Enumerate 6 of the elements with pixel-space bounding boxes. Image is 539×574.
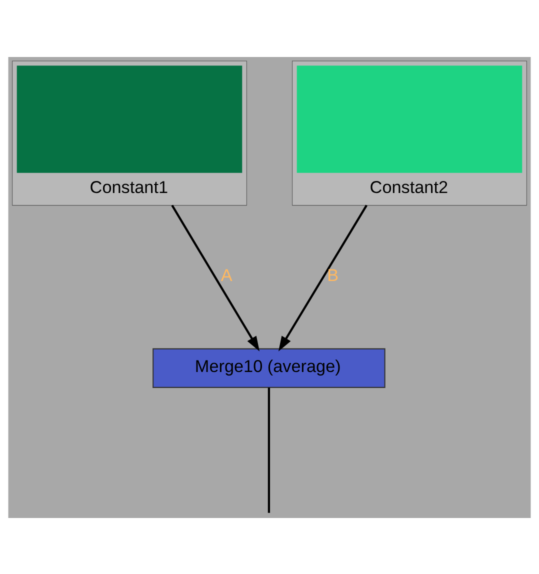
node-box: Merge10 (average) <box>152 348 386 388</box>
edge-label: B <box>327 264 339 284</box>
arrow <box>278 204 368 351</box>
edge-label: A <box>220 264 232 284</box>
connector <box>268 387 270 512</box>
arrow <box>171 204 260 351</box>
